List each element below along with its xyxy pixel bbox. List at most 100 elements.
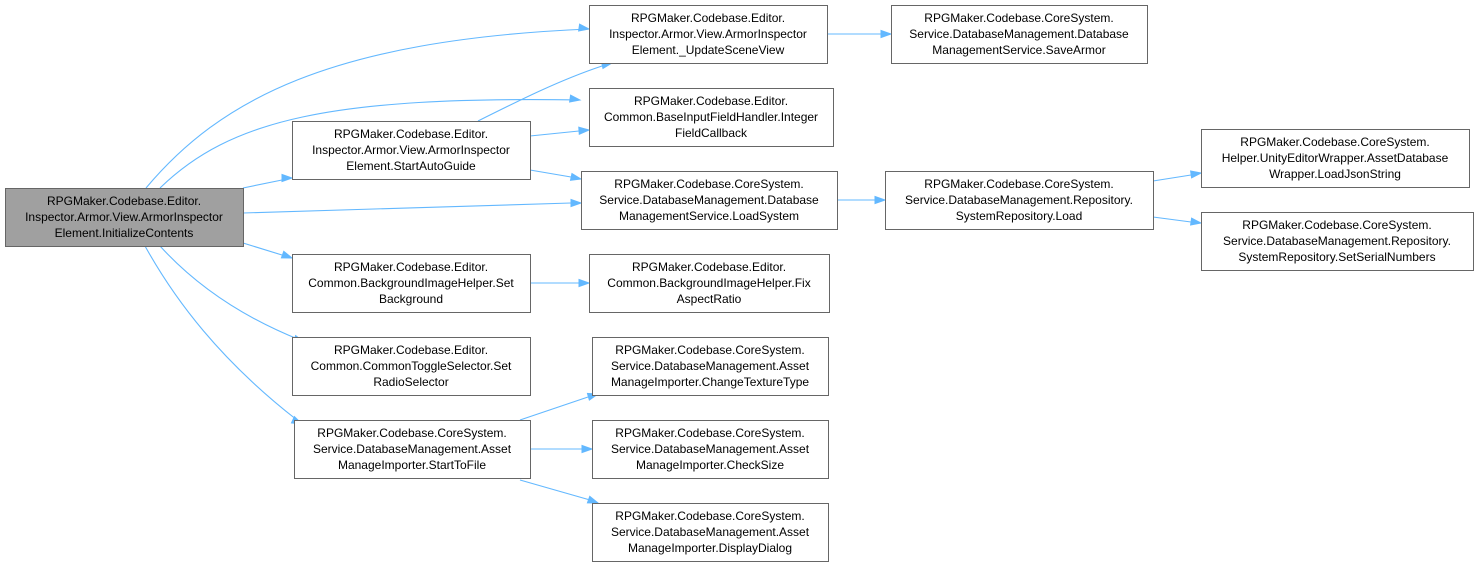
node-label-line: SystemRepository.SetSerialNumbers — [1238, 250, 1435, 264]
node-label-line: Service.DatabaseManagement.Asset — [313, 442, 512, 456]
edge-line — [519, 396, 589, 421]
edge-arrowhead — [570, 198, 583, 208]
edge-line — [159, 245, 301, 341]
node-n9[interactable]: RPGMaker.Codebase.Editor. Common.Backgrou… — [292, 254, 531, 313]
node-n10[interactable]: RPGMaker.Codebase.Editor. Common.Backgrou… — [589, 254, 830, 313]
node-n5[interactable]: RPGMaker.Codebase.CoreSystem.Service.Dat… — [581, 171, 838, 230]
node-box[interactable] — [589, 254, 830, 313]
node-box[interactable] — [589, 88, 834, 147]
node-label-line: RPGMaker.Codebase.Editor. — [334, 127, 488, 141]
edge-line — [1152, 216, 1192, 223]
node-label-line: ManagementService.SaveArmor — [932, 43, 1105, 57]
node-label-line: Element.InitializeContents — [55, 226, 194, 240]
node-box[interactable] — [5, 188, 244, 247]
edge-line — [145, 28, 590, 189]
node-label-line: Common.CommonToggleSelector.Set — [311, 359, 512, 373]
node-box[interactable] — [592, 337, 829, 396]
node-n0[interactable]: RPGMaker.Codebase.Editor.Inspector.Armor… — [5, 188, 244, 247]
node-label-line: RPGMaker.Codebase.Editor. — [334, 343, 488, 357]
node-n14[interactable]: RPGMaker.Codebase.CoreSystem. Service.Dat… — [592, 420, 829, 479]
edge-n0-n9 — [242, 242, 294, 259]
edge-arrowhead — [280, 250, 294, 259]
node-label-line: Service.DatabaseManagement.Asset — [611, 442, 810, 456]
node-label-line: Common.BackgroundImageHelper.Fix — [607, 276, 810, 290]
node-box[interactable] — [1201, 212, 1474, 271]
edge-line — [242, 242, 283, 256]
node-box[interactable] — [581, 171, 838, 230]
node-box[interactable] — [292, 254, 531, 313]
node-n2[interactable]: RPGMaker.Codebase.CoreSystem. Service.Dat… — [891, 5, 1148, 64]
node-n3[interactable]: RPGMaker.Codebase.Editor.Common.BaseInpu… — [589, 88, 834, 147]
node-label-line: Service.DatabaseManagement.Database — [909, 27, 1129, 41]
edges-layer — [144, 23, 1203, 504]
edge-n4-n3 — [529, 126, 591, 137]
edge-n12-n13 — [519, 392, 600, 421]
edge-n12-n15 — [519, 479, 600, 504]
node-label-line: RPGMaker.Codebase.CoreSystem. — [924, 11, 1113, 25]
edge-n0-n5 — [242, 198, 583, 214]
edge-arrowhead — [1190, 217, 1203, 226]
node-n11[interactable]: RPGMaker.Codebase.Editor. Common.CommonTo… — [292, 337, 531, 396]
edge-n12-n14 — [530, 444, 594, 454]
edge-line — [1152, 174, 1192, 182]
node-label-line: ManageImporter.DisplayDialog — [628, 541, 792, 555]
node-n8[interactable]: RPGMaker.Codebase.CoreSystem.Service.Dat… — [1201, 212, 1474, 271]
node-n4[interactable]: RPGMaker.Codebase.Editor. Inspector.Armor… — [292, 121, 531, 180]
edge-arrowhead — [586, 495, 600, 504]
node-label-line: RPGMaker.Codebase.CoreSystem. — [615, 426, 804, 440]
edge-line — [529, 169, 572, 178]
edge-n0-n3 — [159, 94, 582, 189]
node-label-line: Element.StartAutoGuide — [346, 159, 476, 173]
node-label-line: RPGMaker.Codebase.Editor. — [634, 94, 788, 108]
edge-line — [144, 245, 298, 421]
node-label-line: Service.DatabaseManagement.Asset — [611, 525, 810, 539]
node-label-line: Common.BackgroundImageHelper.Set — [308, 276, 514, 290]
node-box[interactable] — [891, 5, 1148, 64]
node-box[interactable] — [592, 420, 829, 479]
node-label-line: RPGMaker.Codebase.Editor. — [334, 260, 488, 274]
edge-arrowhead — [578, 126, 591, 135]
node-label-line: RPGMaker.Codebase.CoreSystem. — [1242, 218, 1431, 232]
node-n15[interactable]: RPGMaker.Codebase.CoreSystem. Service.Dat… — [592, 503, 829, 562]
node-label-line: RPGMaker.Codebase.Editor. — [47, 194, 201, 208]
node-n1[interactable]: RPGMaker.Codebase.Editor.Inspector.Armor… — [589, 5, 828, 64]
node-box[interactable] — [885, 171, 1154, 230]
node-label-line: Helper.UnityEditorWrapper.AssetDatabase — [1222, 151, 1449, 165]
node-label-line: Service.DatabaseManagement.Repository. — [905, 193, 1133, 207]
node-box[interactable] — [589, 5, 828, 64]
edge-n1-n2 — [827, 29, 893, 39]
node-label-line: ManageImporter.ChangeTextureType — [611, 375, 809, 389]
node-label-line: Inspector.Armor.View.ArmorInspector — [312, 143, 510, 157]
nodes-layer: RPGMaker.Codebase.Editor. Inspector.Armor… — [5, 5, 1474, 562]
edge-n4-n5 — [529, 169, 583, 181]
node-box[interactable] — [292, 337, 531, 396]
node-label-line: RPGMaker.Codebase.CoreSystem. — [615, 343, 804, 357]
node-label-line: ManageImporter.CheckSize — [636, 458, 784, 472]
node-label-line: RPGMaker.Codebase.CoreSystem. — [614, 177, 803, 191]
node-box[interactable] — [292, 121, 531, 180]
edge-line — [529, 130, 580, 137]
node-n12[interactable]: RPGMaker.Codebase.CoreSystem. Service.Dat… — [294, 420, 531, 479]
edge-arrowhead — [569, 94, 582, 103]
node-n6[interactable]: RPGMaker.Codebase.CoreSystem. Service.Dat… — [885, 171, 1154, 230]
node-box[interactable] — [294, 420, 531, 479]
node-label-line: RPGMaker.Codebase.CoreSystem. — [924, 177, 1113, 191]
node-label-line: RPGMaker.Codebase.Editor. — [632, 260, 786, 274]
node-box[interactable] — [592, 503, 829, 562]
node-label-line: Service.DatabaseManagement.Asset — [611, 359, 810, 373]
edge-arrowhead — [581, 444, 594, 454]
node-label-line: RPGMaker.Codebase.CoreSystem. — [317, 426, 506, 440]
node-label-line: Background — [379, 292, 443, 306]
node-n7[interactable]: RPGMaker.Codebase.CoreSystem.Helper.Unit… — [1201, 129, 1470, 188]
edge-n6-n7 — [1152, 170, 1203, 182]
node-label-line: RPGMaker.Codebase.CoreSystem. — [615, 509, 804, 523]
edge-line — [477, 65, 603, 122]
edge-n6-n8 — [1152, 216, 1203, 226]
edge-n0-n12 — [144, 245, 304, 425]
node-n13[interactable]: RPGMaker.Codebase.CoreSystem. Service.Dat… — [592, 337, 829, 396]
edge-arrowhead — [281, 173, 294, 183]
node-box[interactable] — [1201, 129, 1470, 188]
edge-line — [242, 179, 283, 189]
edge-arrowhead — [874, 195, 887, 205]
